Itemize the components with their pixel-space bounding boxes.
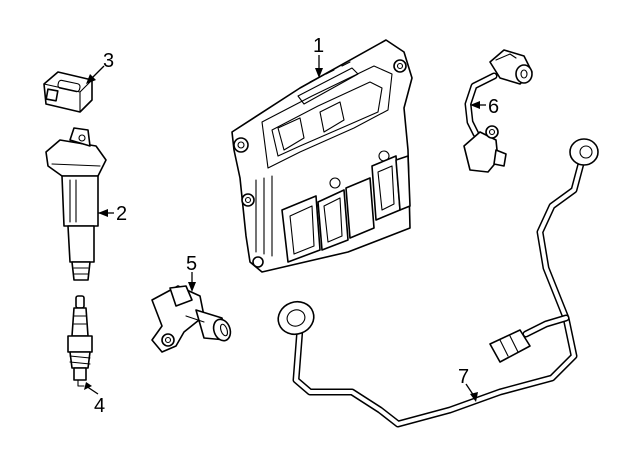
callout-4: 4: [94, 395, 105, 417]
callout-6: 6: [488, 96, 499, 118]
camshaft-sensor-icon[interactable]: [151, 285, 233, 353]
callout-5: 5: [186, 253, 197, 275]
callout-2: 2: [116, 203, 127, 225]
spark-plug-icon[interactable]: [67, 295, 93, 387]
crankshaft-sensor-icon[interactable]: [463, 49, 533, 173]
knock-sensor-harness-icon[interactable]: [274, 138, 599, 428]
callout-7: 7: [458, 366, 469, 388]
engine-control-module-icon[interactable]: [231, 39, 413, 273]
coil-connector-icon[interactable]: [43, 71, 93, 113]
callout-1: 1: [313, 35, 324, 57]
ignition-coil-icon[interactable]: [45, 127, 107, 281]
callout-3: 3: [103, 50, 114, 72]
